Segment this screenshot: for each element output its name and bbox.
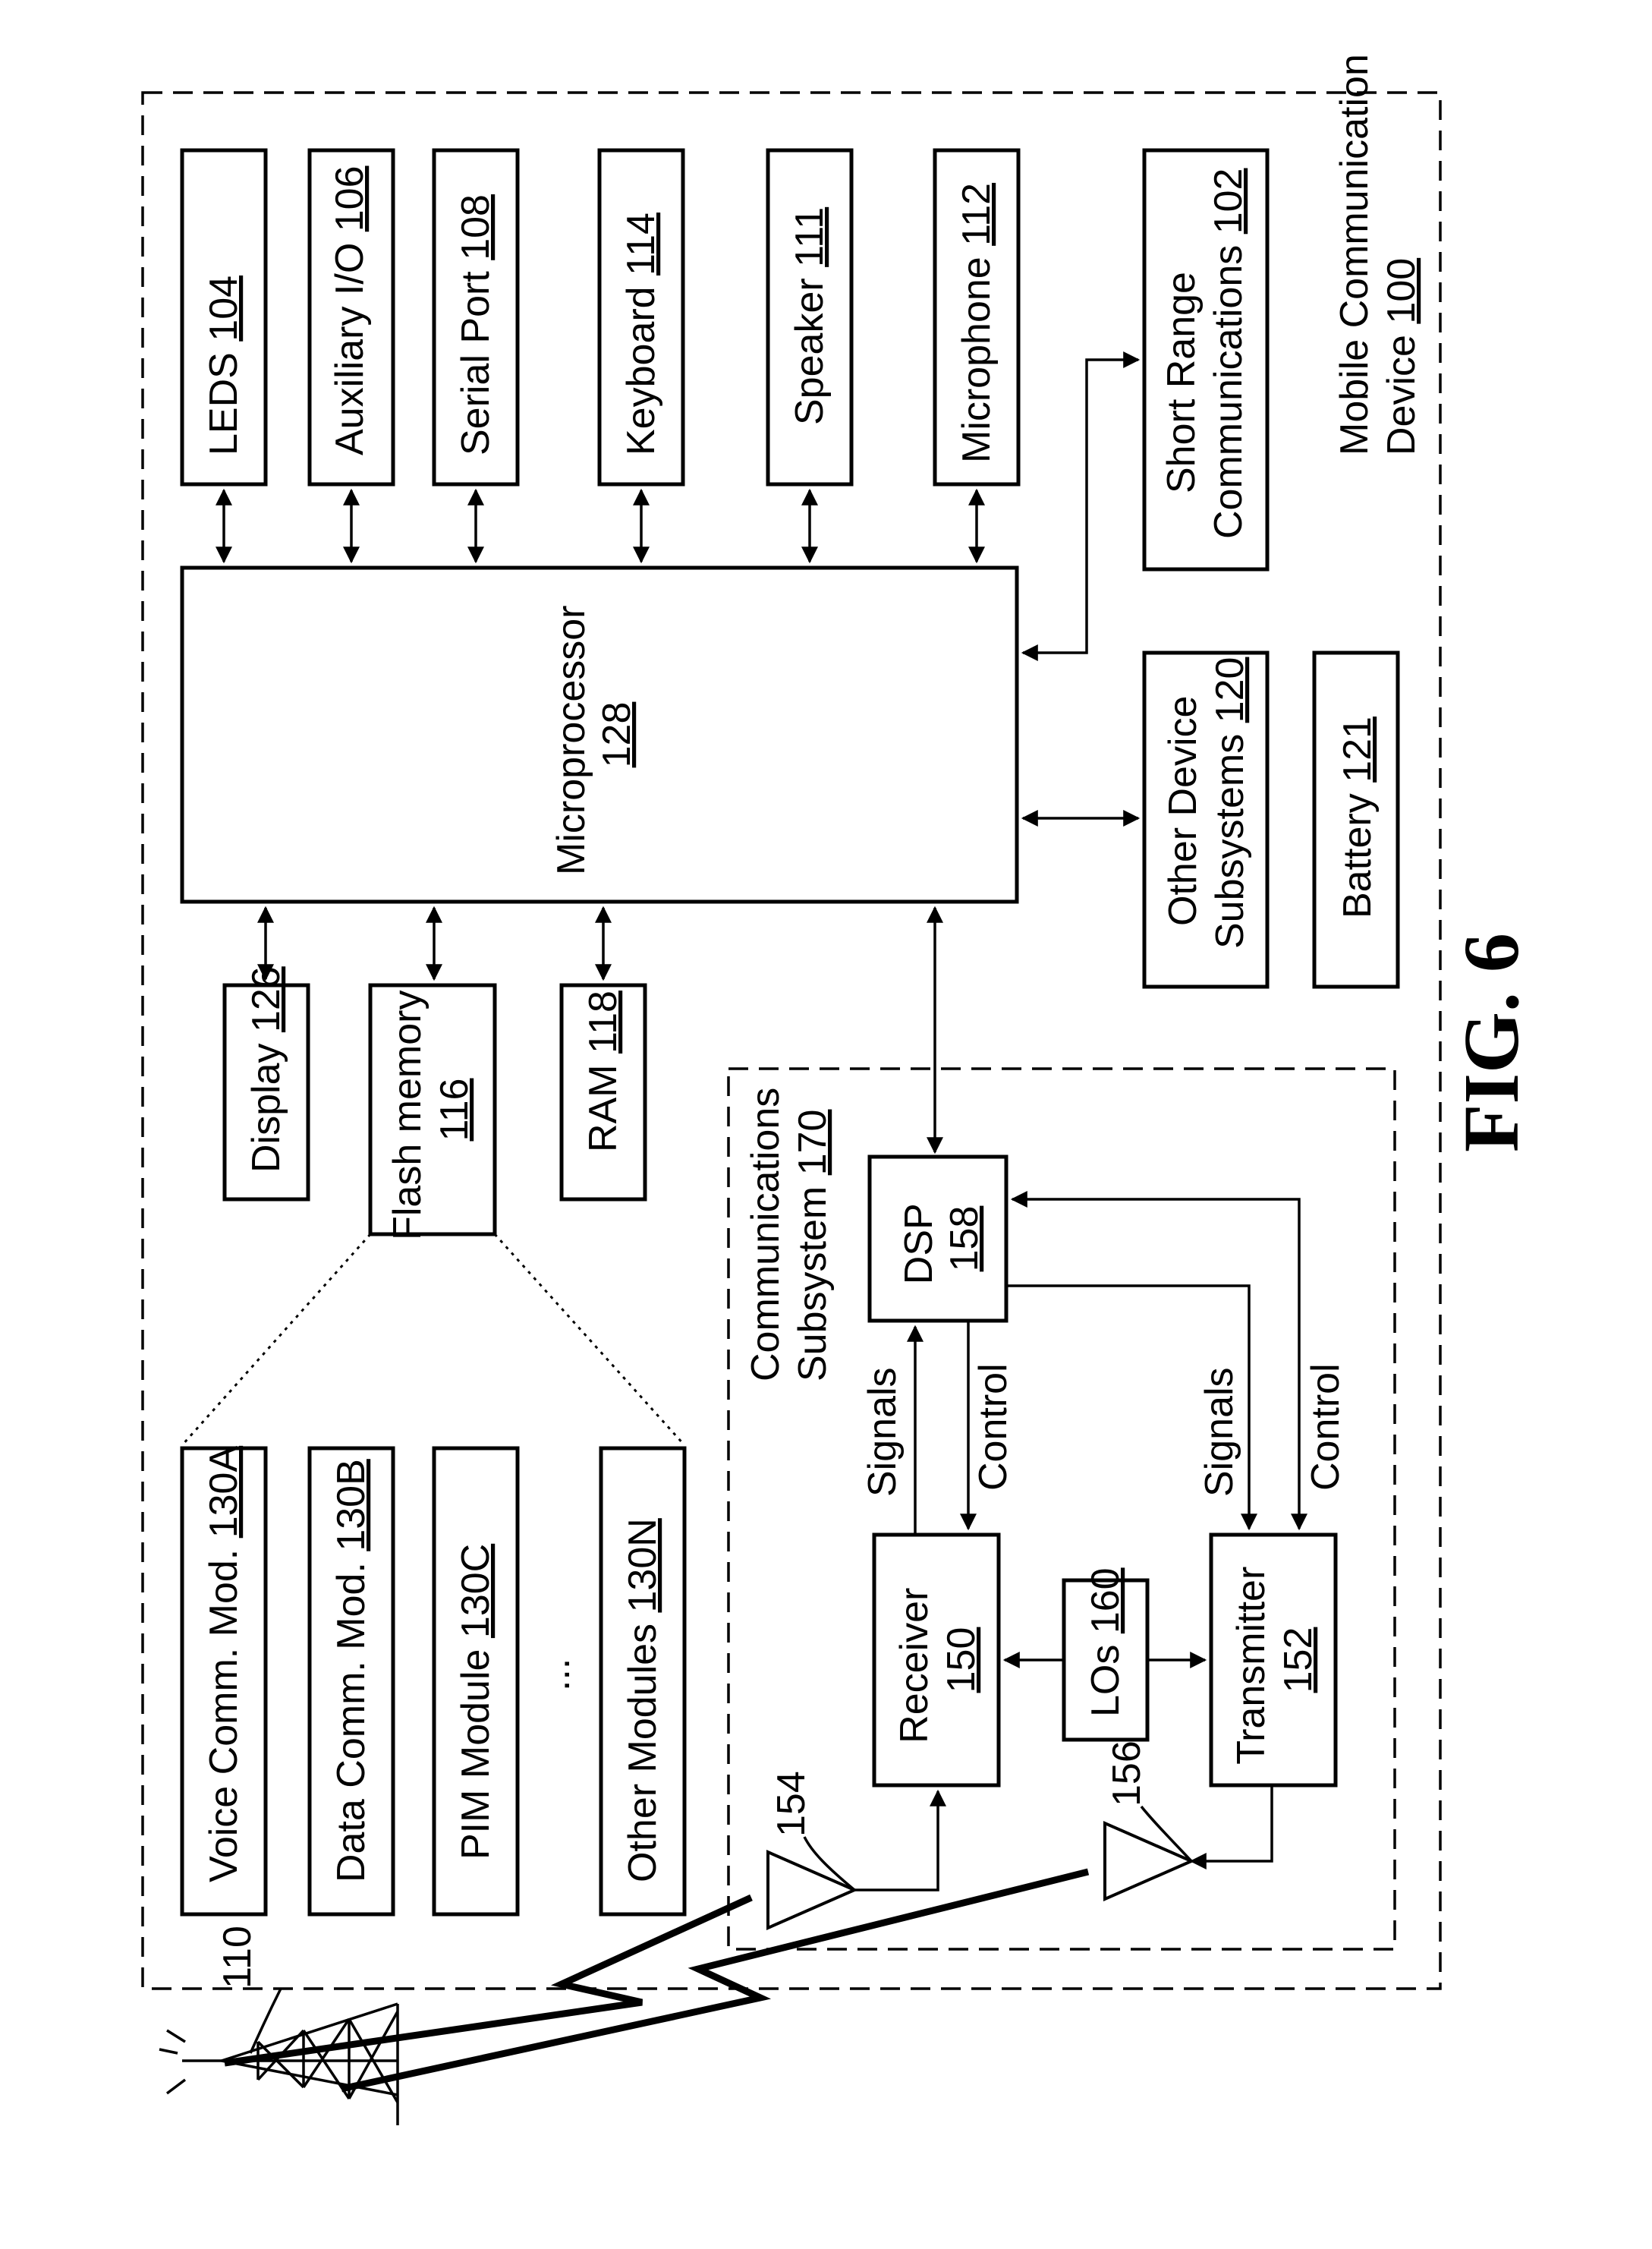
svg-text:Receiver 150: Receiver 150	[892, 1577, 983, 1743]
antenna-rx-icon	[766, 1836, 858, 1931]
module-pim: PIM Module 130C	[432, 1446, 520, 1917]
svg-text:Keyboard 114: Keyboard 114	[619, 213, 663, 455]
short-range-communications: Short Range Communications 102	[1142, 148, 1270, 572]
antenna-rx-ref: 154	[769, 1771, 813, 1837]
flash-expansion-line	[493, 1233, 686, 1447]
svg-text:LOs 160: LOs 160	[1084, 1567, 1128, 1717]
communications-subsystem-boundary	[727, 1067, 1396, 1951]
tower-icon	[159, 1988, 399, 2125]
svg-text:Microprocessor 128: Microprocessor 128	[549, 594, 639, 875]
svg-text:Battery 121: Battery 121	[1336, 717, 1380, 918]
antenna-tx-icon	[1103, 1805, 1195, 1902]
control-label-tx: Control	[1304, 1363, 1348, 1491]
peripheral-keyboard: Keyboard 114	[597, 148, 685, 487]
peripheral-microphone: Microphone 112	[933, 148, 1021, 487]
local-oscillators: LOs 160	[1062, 1567, 1150, 1742]
device-title: Mobile Communication Device 100	[1333, 43, 1424, 455]
wireless-link-rx-icon	[224, 1894, 753, 2067]
flash-memory: Flash memory 116	[368, 979, 497, 1240]
svg-text:PIM Module 130C: PIM Module 130C	[454, 1544, 498, 1860]
receiver: Receiver 150	[872, 1532, 1001, 1788]
svg-text:Microphone 112: Microphone 112	[955, 183, 999, 463]
peripheral-serial-port: Serial Port 108	[432, 148, 520, 487]
display: Display 126	[222, 966, 310, 1202]
figure-label: FIG. 6	[1448, 933, 1535, 1152]
antenna-tx-ref: 156	[1105, 1740, 1149, 1806]
comm-arrows	[854, 1191, 1307, 1891]
microprocessor: Microprocessor 128	[180, 565, 1019, 904]
signals-label-rx: Signals	[861, 1367, 905, 1497]
signals-label-tx: Signals	[1197, 1367, 1241, 1497]
svg-text:Speaker 111: Speaker 111	[788, 207, 832, 425]
peripheral-auxiliary-io: Auxiliary I/O 106	[307, 148, 395, 487]
svg-text:Auxiliary I/O 106: Auxiliary I/O 106	[328, 165, 372, 455]
bus-arrows	[216, 351, 1141, 1154]
battery: Battery 121	[1312, 650, 1400, 989]
module-data-comm: Data Comm. Mod. 130B	[307, 1446, 395, 1917]
control-label-rx: Control	[971, 1363, 1015, 1491]
modules-ellipsis: ...	[534, 1658, 578, 1691]
module-voice-comm: Voice Comm. Mod. 130A	[180, 1446, 268, 1917]
svg-text:LEDS 104: LEDS 104	[202, 276, 246, 455]
wireless-link-tx-icon	[341, 1868, 1090, 2093]
svg-text:Serial Port 108: Serial Port 108	[454, 194, 498, 455]
svg-text:RAM 118: RAM 118	[581, 991, 625, 1152]
tower-ref: 110	[216, 1926, 260, 1989]
peripheral-speaker: Speaker 111	[766, 148, 854, 487]
svg-text:Display 126: Display 126	[244, 966, 288, 1173]
svg-text:Voice Comm. Mod. 130A: Voice Comm. Mod. 130A	[202, 1446, 246, 1882]
svg-text:DSP 158: DSP 158	[897, 1193, 986, 1284]
dsp: DSP 158	[867, 1154, 1009, 1323]
svg-text:Transmitter 152: Transmitter 152	[1229, 1555, 1320, 1764]
flash-expansion-line	[181, 1233, 372, 1446]
svg-text:Other Device Subsystems: Other Device Subsystems 120	[1161, 657, 1252, 949]
svg-text:Other Modules 130N: Other Modules 130N	[621, 1518, 665, 1882]
svg-text:Flash memory 116: Flash memory 116	[385, 979, 477, 1240]
peripheral-leds: LEDS 104	[180, 148, 268, 487]
other-device-subsystems: Other Device Subsystems 120	[1142, 650, 1270, 989]
svg-text:Short Range Communicatio: Short Range Communications 102	[1160, 169, 1251, 539]
communications-subsystem-title: Communications Subsystem 170	[744, 1076, 835, 1381]
device-boundary	[141, 91, 1442, 1990]
module-other: Other Modules 130N	[599, 1446, 687, 1917]
svg-text:Data Comm. Mod. 130B: Data Comm. Mod. 130B	[329, 1459, 373, 1882]
transmitter: Transmitter 152	[1209, 1532, 1338, 1788]
ram: RAM 118	[559, 983, 647, 1202]
